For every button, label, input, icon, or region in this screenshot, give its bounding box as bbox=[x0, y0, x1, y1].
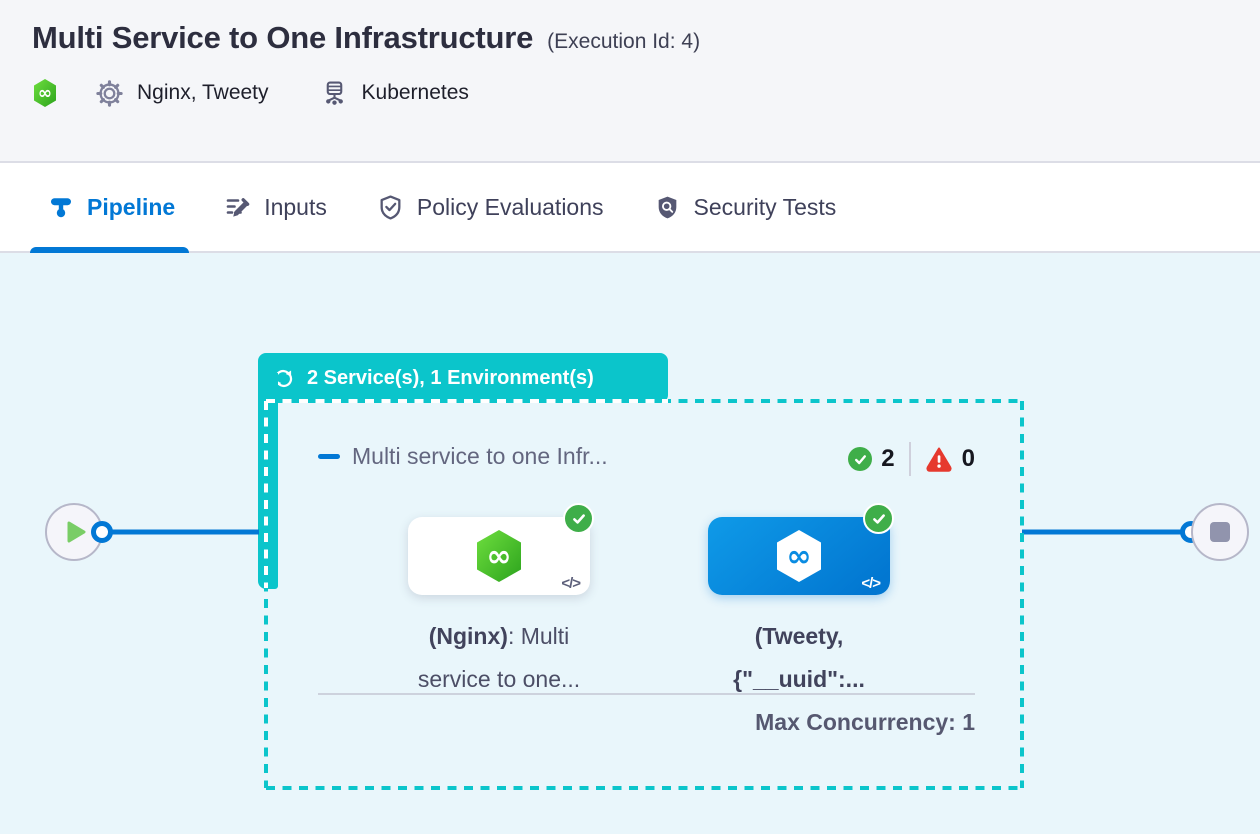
tab-policy-evaluations-label: Policy Evaluations bbox=[416, 193, 604, 220]
success-badge-icon bbox=[863, 503, 894, 534]
harness-service-icon: ∞ bbox=[475, 529, 523, 583]
service-card-tweety[interactable]: ∞ </> bbox=[708, 503, 894, 595]
counts-divider bbox=[908, 442, 911, 476]
play-icon bbox=[67, 521, 87, 543]
page-title: Multi Service to One Infrastructure bbox=[32, 20, 534, 55]
pipeline-icon bbox=[48, 194, 74, 220]
code-icon: </> bbox=[861, 575, 881, 592]
tab-security-tests[interactable]: Security Tests bbox=[654, 163, 837, 251]
tab-policy-evaluations[interactable]: Policy Evaluations bbox=[377, 163, 604, 251]
pipeline-canvas: 2 Service(s), 1 Environment(s) bbox=[0, 253, 1260, 834]
title-row: Multi Service to One Infrastructure (Exe… bbox=[32, 20, 1228, 56]
stage-title[interactable]: Multi service to one Infr... bbox=[352, 443, 608, 469]
harness-service-icon: ∞ bbox=[775, 529, 823, 583]
gear-icon bbox=[96, 79, 123, 107]
tab-pipeline-label: Pipeline bbox=[87, 193, 176, 220]
success-badge-icon bbox=[563, 503, 594, 534]
infrastructure-icon bbox=[321, 80, 348, 107]
max-concurrency-label: Max Concurrency: 1 bbox=[755, 709, 975, 735]
connector-ring-left bbox=[91, 521, 113, 543]
code-icon: </> bbox=[561, 575, 581, 592]
collapse-stage-icon[interactable] bbox=[318, 454, 340, 459]
success-count: 2 bbox=[881, 445, 895, 472]
inputs-icon bbox=[225, 194, 251, 220]
stage-status-counts: 2 0 bbox=[848, 442, 975, 476]
services-list: Nginx, Tweety bbox=[137, 81, 269, 104]
warning-icon bbox=[925, 446, 953, 472]
stage-divider bbox=[318, 693, 975, 695]
policy-evaluations-icon bbox=[377, 194, 404, 221]
security-tests-icon bbox=[654, 194, 681, 221]
tab-bar: Pipeline Inputs bbox=[0, 163, 1260, 253]
infinity-glyph: ∞ bbox=[38, 84, 52, 104]
infrastructure-label: Kubernetes bbox=[361, 81, 469, 104]
stage-badge-label: 2 Service(s), 1 Environment(s) bbox=[307, 366, 594, 389]
tab-security-tests-label: Security Tests bbox=[693, 193, 837, 220]
pipeline-wires bbox=[105, 399, 1186, 790]
service-label-tweety: (Tweety, {"__uuid":... bbox=[679, 615, 919, 701]
meta-row: ∞ Nginx, Tweety bbox=[32, 78, 1228, 108]
service-label-nginx: (Nginx): Multi service to one... bbox=[417, 623, 581, 692]
error-count: 0 bbox=[961, 445, 975, 472]
success-icon bbox=[848, 447, 873, 471]
execution-id: (Execution Id: 4) bbox=[547, 30, 701, 53]
service-label-line2: {"__uuid":... bbox=[733, 666, 865, 692]
stop-icon bbox=[1210, 522, 1230, 542]
page-header: Multi Service to One Infrastructure (Exe… bbox=[0, 0, 1260, 163]
service-name: (Tweety, bbox=[754, 623, 844, 649]
tab-inputs[interactable]: Inputs bbox=[225, 163, 327, 251]
service-card-nginx[interactable]: ∞ </> bbox=[408, 503, 594, 595]
stage-selection-bar bbox=[258, 373, 278, 589]
infinity-glyph: ∞ bbox=[787, 539, 812, 574]
tab-inputs-label: Inputs bbox=[264, 193, 327, 220]
pipeline-end-node bbox=[1191, 503, 1249, 561]
tab-pipeline[interactable]: Pipeline bbox=[29, 163, 190, 253]
infinity-glyph: ∞ bbox=[487, 539, 512, 574]
service-name: (Nginx) bbox=[428, 623, 508, 649]
service-label-line2: service to one... bbox=[417, 666, 581, 692]
stage-badge[interactable]: 2 Service(s), 1 Environment(s) bbox=[258, 353, 668, 403]
harness-logo-icon: ∞ bbox=[32, 78, 58, 108]
